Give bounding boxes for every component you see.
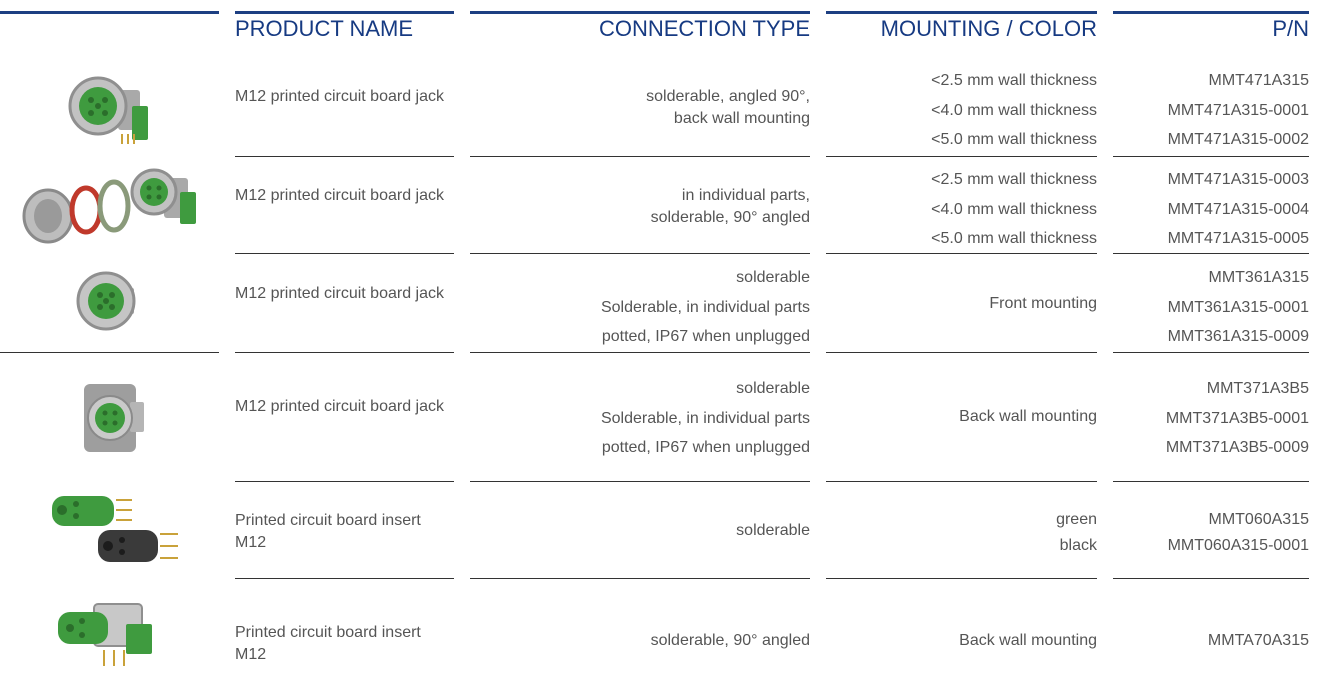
connection-type: solderable, 90° angled [650, 632, 810, 649]
row-divider [235, 156, 454, 157]
row-divider [1113, 253, 1309, 254]
row-divider [470, 352, 810, 353]
row-divider [470, 578, 810, 579]
header-rule-product [235, 11, 454, 14]
header-rule-connection [470, 11, 810, 14]
m12-back-mount-jack-image [80, 378, 150, 458]
header-rule-pn [1113, 11, 1309, 14]
m12-front-mount-jack-image [74, 268, 144, 334]
connection-type: solderable, angled 90°,back wall mountin… [646, 88, 810, 127]
m12-angled-jack-image [60, 68, 165, 148]
product-name: M12 printed circuit board jack [235, 285, 444, 302]
connection-type: in individual parts,solderable, 90° angl… [650, 187, 810, 226]
row-divider [235, 352, 454, 353]
row-divider [470, 253, 810, 254]
header-rule-mounting [826, 11, 1097, 14]
row-divider [826, 352, 1097, 353]
row-divider [1113, 578, 1309, 579]
mounting-color: Front mounting [989, 295, 1097, 312]
row-divider [235, 253, 454, 254]
row-divider [1113, 352, 1309, 353]
pcb-insert-angled-image [54, 594, 166, 672]
mounting-color: <2.5 mm wall thickness<4.0 mm wall thick… [931, 72, 1097, 148]
pcb-insert-green-black-image [44, 488, 188, 572]
header-product-name: PRODUCT NAME [235, 16, 414, 41]
product-name: M12 printed circuit board jack [235, 398, 444, 415]
row-divider [470, 156, 810, 157]
mounting-color: <2.5 mm wall thickness<4.0 mm wall thick… [931, 171, 1097, 247]
row-divider [235, 578, 454, 579]
header-pn: P/N [1272, 16, 1309, 41]
m12-individual-parts-image [14, 162, 214, 248]
row-divider [826, 156, 1097, 157]
row-divider [235, 481, 454, 482]
header-rule-image [0, 11, 219, 14]
mounting-color: Back wall mounting [959, 632, 1097, 649]
row-divider [826, 481, 1097, 482]
row-divider [1113, 156, 1309, 157]
header-mounting-color: MOUNTING / COLOR [880, 16, 1097, 41]
row-divider [826, 253, 1097, 254]
product-name: M12 printed circuit board jack [235, 88, 444, 105]
header-connection-type: CONNECTION TYPE [598, 16, 810, 41]
product-name: Printed circuit board insert M12 [235, 624, 421, 663]
row-divider [0, 352, 219, 353]
part-number: MMTA70A315 [1207, 632, 1309, 649]
row-divider [1113, 481, 1309, 482]
mounting-color: Back wall mounting [959, 408, 1097, 425]
product-name: Printed circuit board insert M12 [235, 512, 421, 551]
product-name: M12 printed circuit board jack [235, 187, 444, 204]
row-divider [826, 578, 1097, 579]
row-divider [470, 481, 810, 482]
connection-type: solderable [736, 522, 810, 539]
